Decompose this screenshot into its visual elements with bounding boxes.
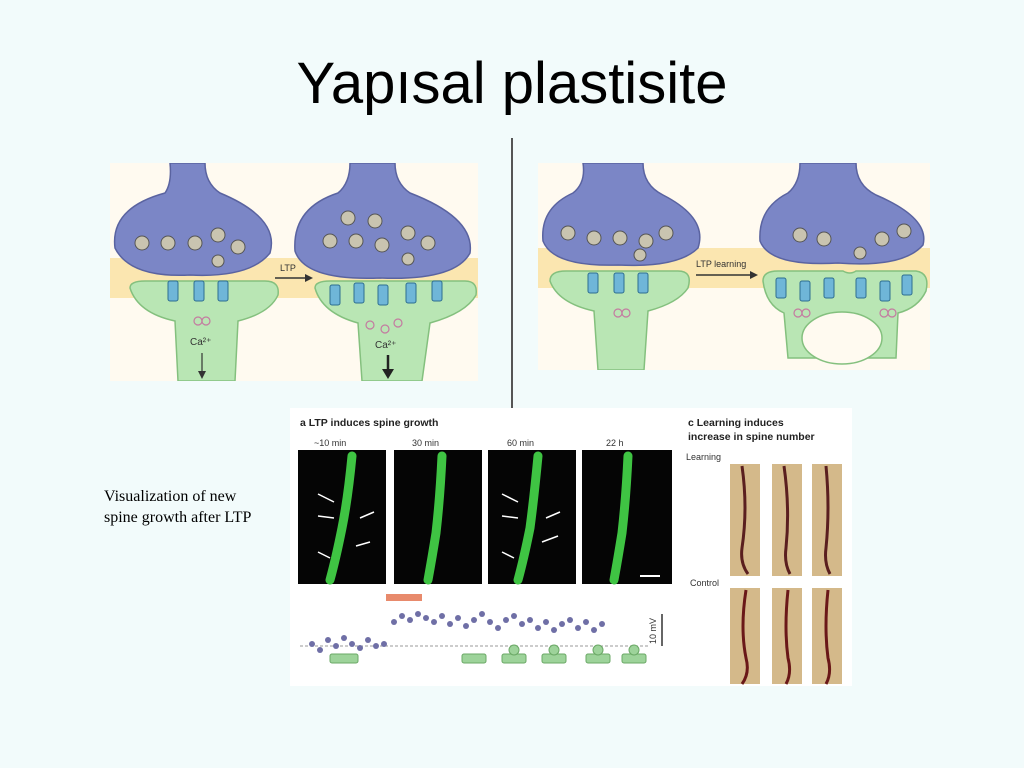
ca-arrow-left-head <box>198 371 206 379</box>
spine-split <box>801 311 883 365</box>
spine-arrows <box>317 493 561 559</box>
spine-growth-svg: a LTP induces spine growth ~10 min 30 mi… <box>298 417 842 685</box>
postsynaptic-spine-a <box>549 270 690 371</box>
vesicles-right <box>322 210 436 266</box>
ca-label-left: Ca²⁺ <box>190 337 211 348</box>
panel-c-title-line1: c Learning induces <box>688 417 784 429</box>
molecules-b <box>613 308 897 318</box>
synapse-learning-illustration: LTP learning <box>538 162 930 371</box>
presynaptic-terminal-b <box>759 162 925 265</box>
time-label-4: 22 h <box>606 438 624 448</box>
voltage-scale-label: 10 mV <box>648 618 658 644</box>
synapse-ltp-svg: LTP Ca²⁺ Ca²⁺ <box>110 162 478 382</box>
ca-label-right: Ca²⁺ <box>375 340 396 351</box>
panel-c-title-line2: increase in spine number <box>688 431 815 443</box>
spine-growth-figure: a LTP induces spine growth ~10 min 30 mi… <box>290 408 852 686</box>
slide-title: Yapısal plastisite <box>296 51 728 116</box>
presynaptic-terminal-a <box>542 162 701 267</box>
postsynaptic-spine-left <box>129 280 279 382</box>
receptors-right <box>329 280 443 306</box>
control-dendrite-images <box>730 588 842 685</box>
panel-a-title: a LTP induces spine growth <box>300 417 438 429</box>
molecules <box>193 316 403 334</box>
presynaptic-terminal-right <box>294 162 472 280</box>
ltp-arrow-label: LTP <box>280 263 296 273</box>
vesicles-a <box>560 225 674 262</box>
epsp-trace: 10 mV <box>300 594 663 664</box>
stimulation-bar <box>386 594 422 601</box>
ltp-arrow-head <box>305 274 313 282</box>
trace-dots <box>309 611 605 653</box>
fluorescence-panels <box>298 450 672 585</box>
vesicles-b <box>792 223 912 260</box>
presynaptic-terminal-left <box>113 162 273 277</box>
spine-icons <box>329 644 647 664</box>
control-label: Control <box>690 578 719 588</box>
learning-dendrite-images <box>730 464 842 576</box>
time-label-1: ~10 min <box>314 438 346 448</box>
ca-arrow-right-head <box>382 369 394 379</box>
postsynaptic-spine-right <box>314 280 478 382</box>
vertical-divider <box>511 138 513 408</box>
synapse-learning-svg: LTP learning <box>538 162 930 371</box>
receptors-a <box>587 272 649 294</box>
receptors-b <box>775 274 913 302</box>
time-label-2: 30 min <box>412 438 439 448</box>
time-label-3: 60 min <box>507 438 534 448</box>
learning-arrow-head <box>750 271 758 279</box>
learning-arrow-label: LTP learning <box>696 259 746 269</box>
dendrites-fluor <box>325 451 633 585</box>
synapse-ltp-illustration: LTP Ca²⁺ Ca²⁺ <box>110 162 478 382</box>
receptors-left <box>167 280 229 302</box>
figure-caption: Visualization of new spine growth after … <box>104 488 252 526</box>
learning-label: Learning <box>686 452 721 462</box>
vesicles-left <box>134 227 246 268</box>
